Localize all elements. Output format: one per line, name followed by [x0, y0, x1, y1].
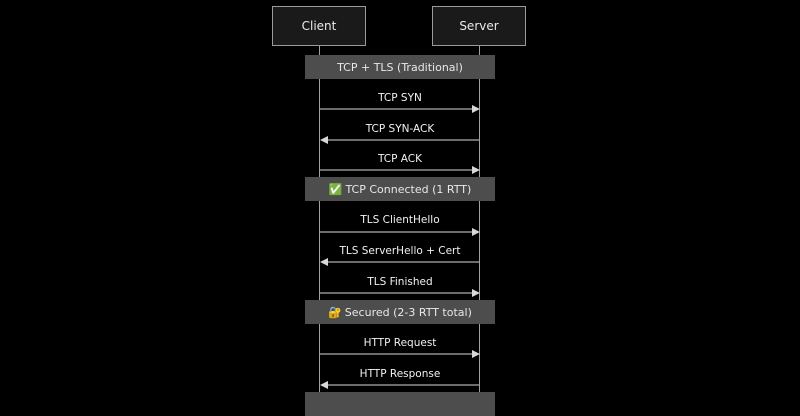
message-label: TCP SYN: [378, 92, 422, 104]
message-label: TLS ClientHello: [360, 214, 440, 226]
message-label: TCP ACK: [377, 153, 422, 165]
note-label: Secured (2-3 RTT total): [344, 305, 472, 319]
message-label: HTTP Response: [359, 368, 441, 380]
note-secured: 🔐 Secured (2-3 RTT total): [305, 300, 495, 324]
note-tcp-tls-traditional: TCP + TLS (Traditional): [305, 55, 495, 79]
check-icon: ✅: [328, 182, 343, 196]
server-lifeline: [479, 46, 480, 400]
lock-key-icon: 🔐: [328, 305, 342, 319]
note-tcp-connected: ✅ TCP Connected (1 RTT): [305, 177, 495, 201]
note-label: TCP Connected (1 RTT): [345, 182, 472, 196]
message-label: TLS ServerHello + Cert: [339, 245, 461, 257]
message-label: TLS Finished: [367, 276, 433, 288]
actor-server-label: Server: [459, 19, 499, 33]
client-lifeline: [319, 46, 320, 400]
message-label: HTTP Request: [363, 337, 437, 349]
message-label: TCP SYN-ACK: [365, 123, 435, 135]
actor-server: Server: [432, 6, 526, 46]
message-arrows: [320, 105, 480, 389]
actor-client: Client: [272, 6, 366, 46]
note-label: TCP + TLS (Traditional): [337, 60, 463, 74]
actor-client-label: Client: [301, 19, 337, 33]
